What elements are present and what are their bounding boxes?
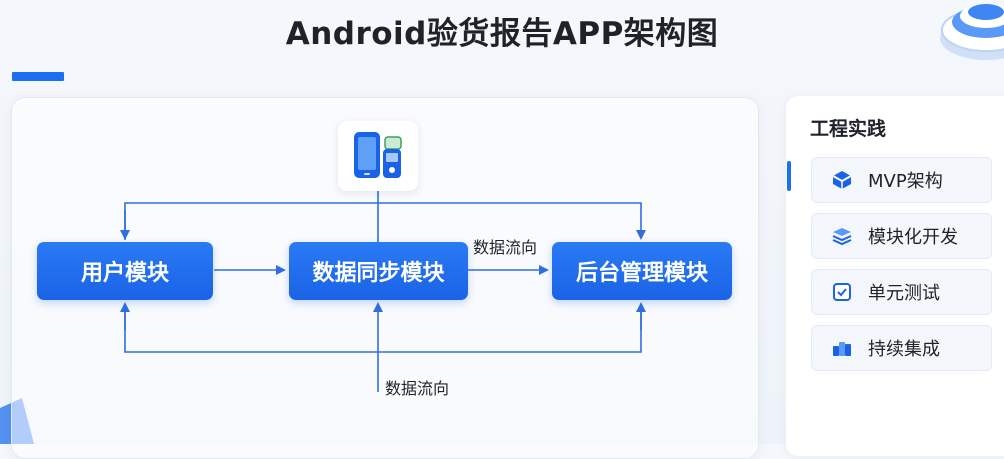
sidebar-item-label: MVP架构 (868, 171, 943, 192)
mobile-devices-icon (354, 132, 402, 178)
sidebar-title: 工程实践 (810, 118, 887, 140)
sidebar-item-unit-test[interactable]: 单元测试 (811, 269, 992, 315)
flow-label-bottom: 数据流向 (385, 379, 450, 398)
layers-icon (832, 228, 852, 246)
decorative-disc-icon (940, 4, 1004, 60)
sidebar-active-marker (787, 161, 791, 191)
data-sync-module: 数据同步模块 (289, 242, 468, 300)
sidebar-item-modular[interactable]: 模块化开发 (811, 213, 992, 259)
sidebar-item-mvp[interactable]: MVP架构 (811, 157, 992, 203)
top-loop-arrow (124, 202, 646, 240)
flow-label-top: 数据流向 (473, 238, 538, 257)
sidebar-item-ci[interactable]: 持续集成 (811, 325, 992, 371)
sidebar-item-label: 持续集成 (868, 339, 940, 360)
sidebar-item-label: 单元测试 (868, 283, 940, 304)
user-module: 用户模块 (37, 242, 213, 300)
device-card (338, 121, 418, 191)
cube-icon (832, 171, 852, 189)
bottom-loop-line (124, 304, 642, 353)
page-title: Android验货报告APP架构图 (285, 16, 719, 52)
flow-arrows (120, 191, 646, 392)
title-accent-bar (12, 72, 64, 81)
checkbox-icon (833, 283, 851, 301)
blocks-icon (833, 342, 851, 356)
sidebar-item-label: 模块化开发 (868, 227, 958, 248)
admin-module: 后台管理模块 (552, 242, 732, 300)
